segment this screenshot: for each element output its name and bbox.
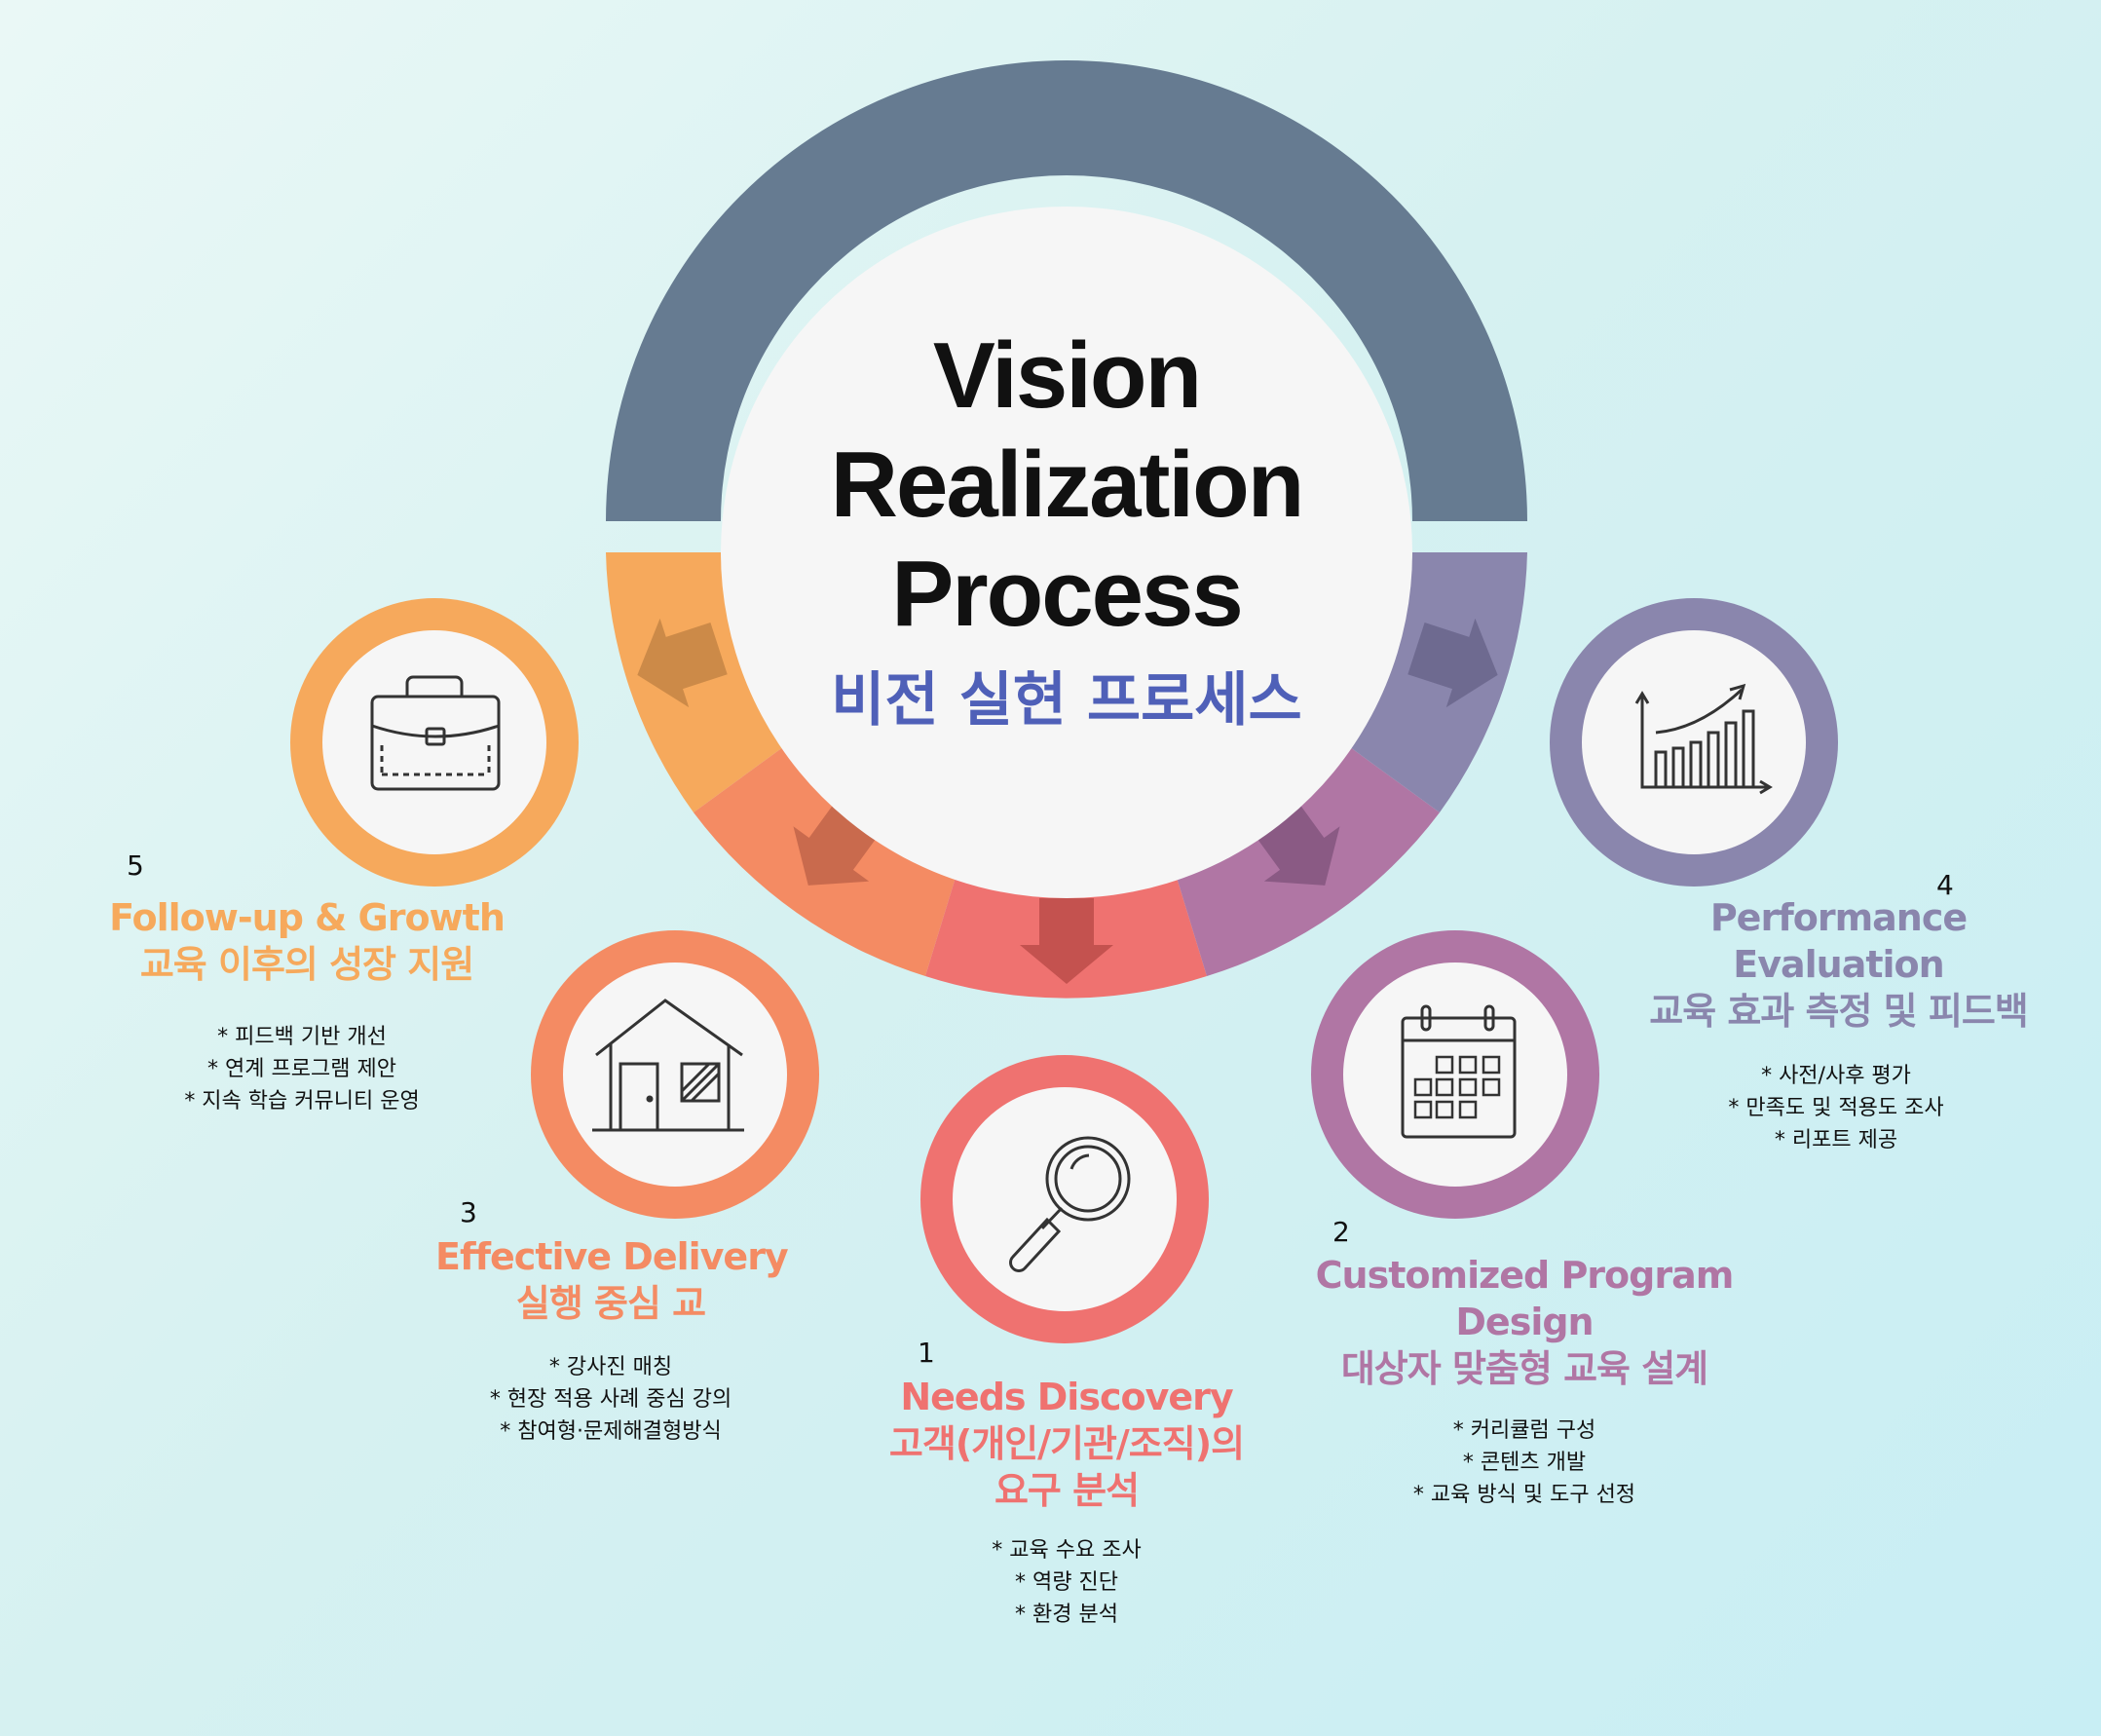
step-title-en: Performance [1709, 896, 1968, 939]
list-item: * 리포트 제공 [1774, 1128, 1898, 1152]
briefcase-icon [370, 675, 501, 791]
list-item: * 역량 진단 [1015, 1570, 1118, 1595]
step-title-1: Needs Discovery 고객(개인/기관/조직)의 요구 분석 [847, 1374, 1286, 1514]
step-title-ko: 대상자 맞춤형 교육 설계 [1340, 1347, 1708, 1390]
center-title-ko: 비전 실현 프로세스 [831, 666, 1302, 735]
title-line-3: Process [891, 542, 1244, 646]
house-icon [592, 999, 744, 1132]
step-node-3 [531, 930, 819, 1219]
step-node-5 [290, 598, 579, 887]
step-number-2: 2 [1332, 1216, 1350, 1248]
list-item: * 만족도 및 적용도 조사 [1728, 1096, 1944, 1120]
arrow-to-step5 [637, 618, 728, 708]
center-disc [721, 207, 1412, 898]
list-item: * 환경 분석 [1015, 1603, 1118, 1627]
step-node-1 [920, 1055, 1209, 1343]
list-item: * 콘텐츠 개발 [1462, 1451, 1587, 1475]
step-title-en: Effective Delivery [435, 1235, 789, 1278]
list-item: * 지속 학습 커뮤니티 운영 [184, 1089, 420, 1113]
arrow-to-step1 [1020, 898, 1113, 984]
step-title-ko: 고객(개인/기관/조직)의 [888, 1422, 1245, 1465]
step-items-1: * 교육 수요 조사 * 역량 진단 * 환경 분석 [935, 1534, 1198, 1631]
list-item: * 교육 방식 및 도구 선정 [1412, 1483, 1636, 1507]
list-item: * 피드백 기반 개선 [217, 1025, 387, 1049]
step-title-5: Follow-up & Growth 교육 이후의 성장 지원 [107, 894, 506, 988]
step-title-ko: 교육 이후의 성장 지원 [139, 943, 474, 986]
step-number-4: 4 [1936, 869, 1954, 901]
center-title: Vision Realization Process [808, 321, 1325, 649]
step-title-ko: 요구 분석 [994, 1469, 1140, 1512]
title-line-2: Realization [830, 433, 1305, 537]
list-item: * 연계 프로그램 제안 [207, 1057, 396, 1081]
magnifier-icon [1009, 1136, 1131, 1272]
list-item: * 강사진 매칭 [548, 1355, 673, 1379]
step-title-en: Design [1455, 1301, 1594, 1343]
step-title-ko: 실행 중심 교 [515, 1282, 706, 1325]
step-number-5: 5 [127, 849, 144, 882]
step-title-3: Effective Delivery 실행 중심 교 [435, 1233, 789, 1327]
list-item: * 사전/사후 평가 [1761, 1064, 1911, 1088]
list-item: * 교육 수요 조사 [992, 1538, 1142, 1563]
step-items-4: * 사전/사후 평가 * 만족도 및 적용도 조사 * 리포트 제공 [1685, 1060, 1987, 1156]
growth-chart-icon [1634, 683, 1773, 795]
list-item: * 참여형·문제해결형방식 [500, 1419, 722, 1444]
step-title-2: Customized Program Design 대상자 맞춤형 교육 설계 [1310, 1252, 1739, 1392]
step-items-5: * 피드백 기반 개선 * 연계 프로그램 제안 * 지속 학습 커뮤니티 운영 [156, 1021, 448, 1117]
step-title-en: Customized Program [1315, 1254, 1735, 1297]
step-number-1: 1 [918, 1337, 935, 1369]
step-items-2: * 커리큘럼 구성 * 콘텐츠 개발 * 교육 방식 및 도구 선정 [1373, 1415, 1675, 1511]
step-node-2 [1311, 930, 1599, 1219]
calendar-icon [1401, 1004, 1517, 1139]
list-item: * 커리큘럼 구성 [1452, 1418, 1596, 1443]
step-items-3: * 강사진 매칭 * 현장 적용 사례 중심 강의 * 참여형·문제해결형방식 [455, 1351, 767, 1448]
list-item: * 현장 적용 사례 중심 강의 [489, 1387, 732, 1412]
arrow-to-step4 [1407, 618, 1498, 708]
step-title-en: Follow-up & Growth [109, 896, 506, 939]
step-title-4: Performance Evaluation 교육 효과 측정 및 피드백 [1622, 894, 2055, 1035]
step-title-en: Needs Discovery [900, 1376, 1233, 1418]
step-title-ko: 교육 효과 측정 및 피드백 [1649, 990, 2029, 1033]
step-node-4 [1550, 598, 1838, 887]
step-title-en: Evaluation [1733, 943, 1944, 986]
top-arc [606, 60, 1527, 521]
title-line-1: Vision [932, 323, 1202, 428]
step-number-3: 3 [460, 1196, 477, 1228]
